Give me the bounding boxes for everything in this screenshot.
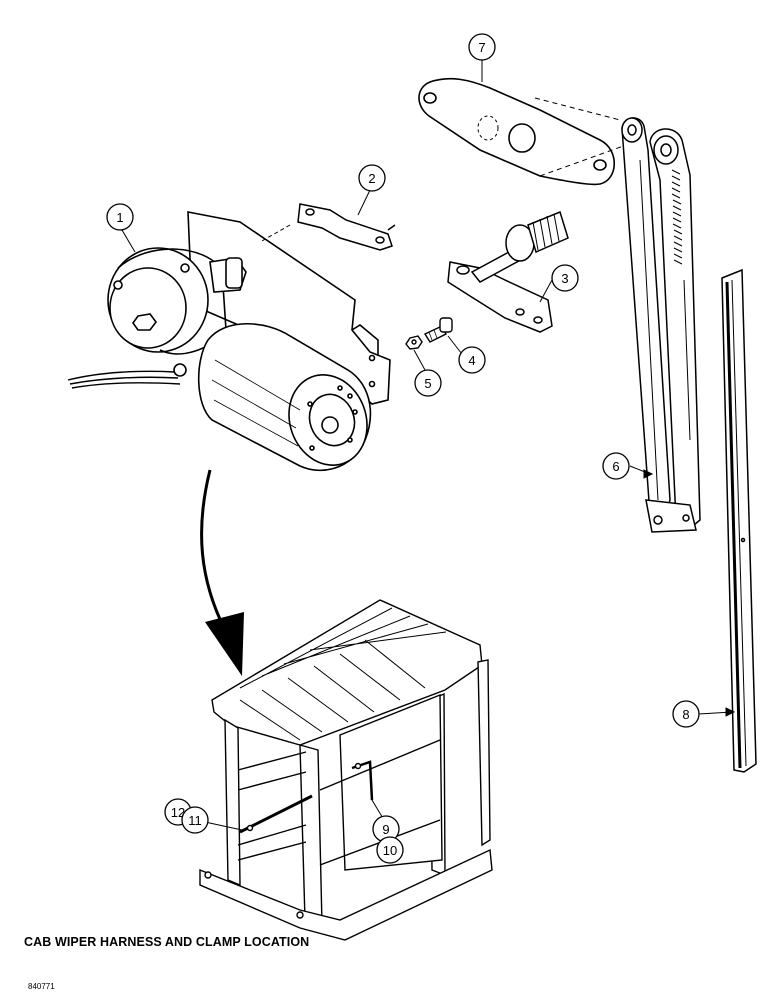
svg-text:3: 3 [561,271,568,286]
callout-3: 3 [551,264,579,292]
callout-8: 8 [672,700,700,728]
linkage-plate [418,77,641,186]
svg-text:12: 12 [171,805,185,820]
pivot-shaft-assembly [447,210,569,333]
figure-caption: CAB WIPER HARNESS AND CLAMP LOCATION [24,935,310,949]
svg-text:10: 10 [383,843,397,858]
callout-4: 4 [458,346,486,374]
svg-text:8: 8 [682,707,689,722]
location-arrow [200,469,244,676]
figure-id: 840771 [28,982,55,991]
wiper-blade [721,268,757,773]
svg-text:9: 9 [382,822,389,837]
svg-text:1: 1 [116,210,123,225]
callout-2: 2 [358,164,386,192]
callout-6: 6 [602,452,630,480]
svg-text:2: 2 [368,171,375,186]
svg-text:4: 4 [468,353,475,368]
callout-7: 7 [468,33,496,61]
svg-text:11: 11 [188,813,202,828]
svg-text:7: 7 [478,40,485,55]
cab-frame [199,599,493,941]
callout-1: 1 [106,203,134,231]
callout-10: 10 [376,836,404,864]
clamp-bracket [259,203,396,251]
wiper-arm [621,117,701,533]
svg-text:5: 5 [424,376,431,391]
callout-11: 11 [181,806,209,834]
wiper-motor-assembly [67,211,391,472]
svg-text:6: 6 [612,459,619,474]
screw-and-nut [405,317,453,350]
callout-5: 5 [414,369,442,397]
